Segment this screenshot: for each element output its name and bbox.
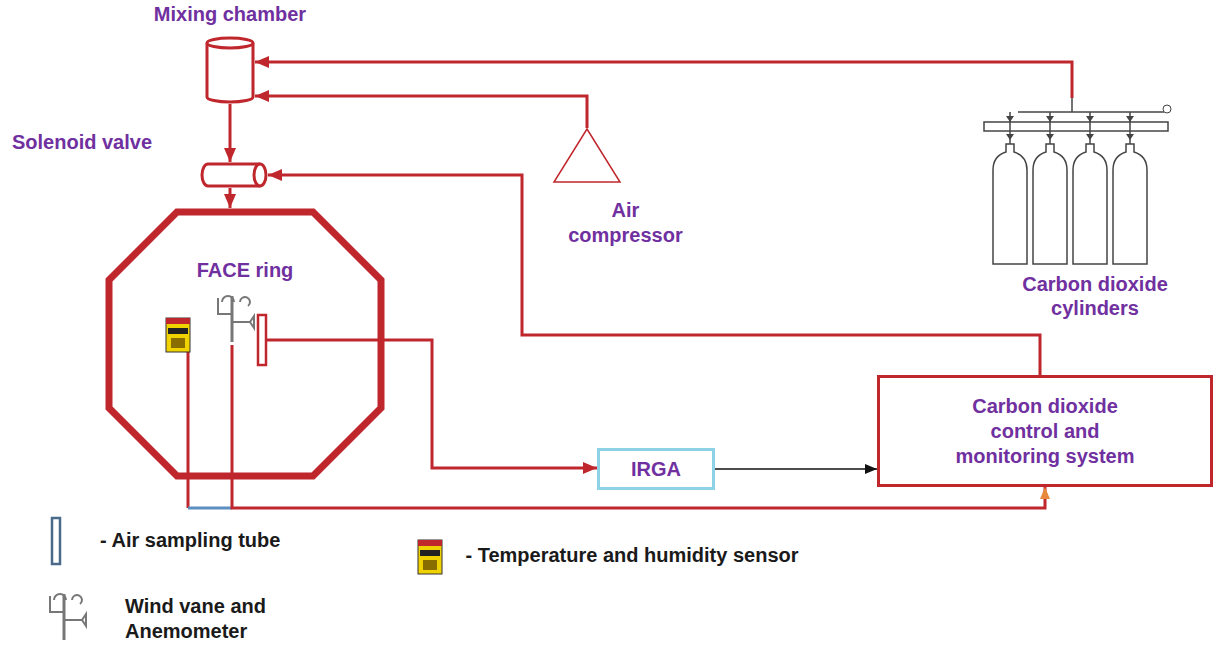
legend-entry: - Temperature and humidity sensor — [462, 543, 802, 568]
wind-vane-anemometer-icon — [50, 594, 86, 640]
solenoid-valve-outline — [200, 162, 268, 188]
connector — [255, 96, 587, 128]
air-compressor: Air compressor — [553, 128, 621, 183]
wind-vane-anemometer — [218, 296, 254, 342]
mixing-chamber-outline — [205, 36, 255, 104]
connector — [266, 340, 597, 468]
node-label: Air compressor — [563, 198, 688, 248]
connector — [229, 104, 232, 162]
control-box: Carbon dioxide control and monitoring sy… — [877, 375, 1213, 487]
sensor-wire — [187, 352, 190, 508]
shape-outline — [109, 212, 381, 476]
legend-entry: - Air sampling tube — [100, 528, 360, 553]
face-ring: FACE ring — [105, 208, 385, 480]
face-ring-outline — [105, 208, 385, 480]
connector — [229, 188, 232, 208]
shape-outline — [207, 38, 253, 102]
solenoid-valve: Solenoid valve — [200, 162, 268, 188]
co2-cylinders: Carbon dioxide cylinders — [978, 98, 1172, 268]
node-label: IRGA — [631, 457, 681, 482]
temperature-humidity-sensor-icon — [418, 540, 442, 574]
legend-entry: Wind vane and Anemometer — [125, 594, 325, 644]
shape-outline — [984, 98, 1171, 264]
air-sampling-tube-icon — [52, 518, 60, 564]
irga-box: IRGA — [597, 448, 715, 490]
connector — [255, 62, 1072, 98]
node-label: Carbon dioxide cylinders — [995, 272, 1195, 320]
mixing-chamber: Mixing chamber — [205, 36, 255, 104]
sensor-wiring — [188, 345, 232, 508]
node-label: FACE ring — [105, 258, 385, 283]
air-sampling-tube — [258, 315, 266, 365]
node-label: Mixing chamber — [120, 2, 340, 27]
shape-outline — [202, 164, 266, 186]
temperature-humidity-sensor — [166, 318, 190, 352]
connector — [715, 468, 877, 470]
node-label: Solenoid valve — [12, 130, 197, 155]
sensor-wire — [188, 507, 232, 510]
shape-outline — [554, 129, 620, 182]
air-compressor-outline — [553, 128, 621, 183]
co2-cylinders-outline — [978, 98, 1172, 268]
sensor-wire — [231, 345, 234, 480]
node-label: Carbon dioxide control and monitoring sy… — [948, 394, 1143, 469]
